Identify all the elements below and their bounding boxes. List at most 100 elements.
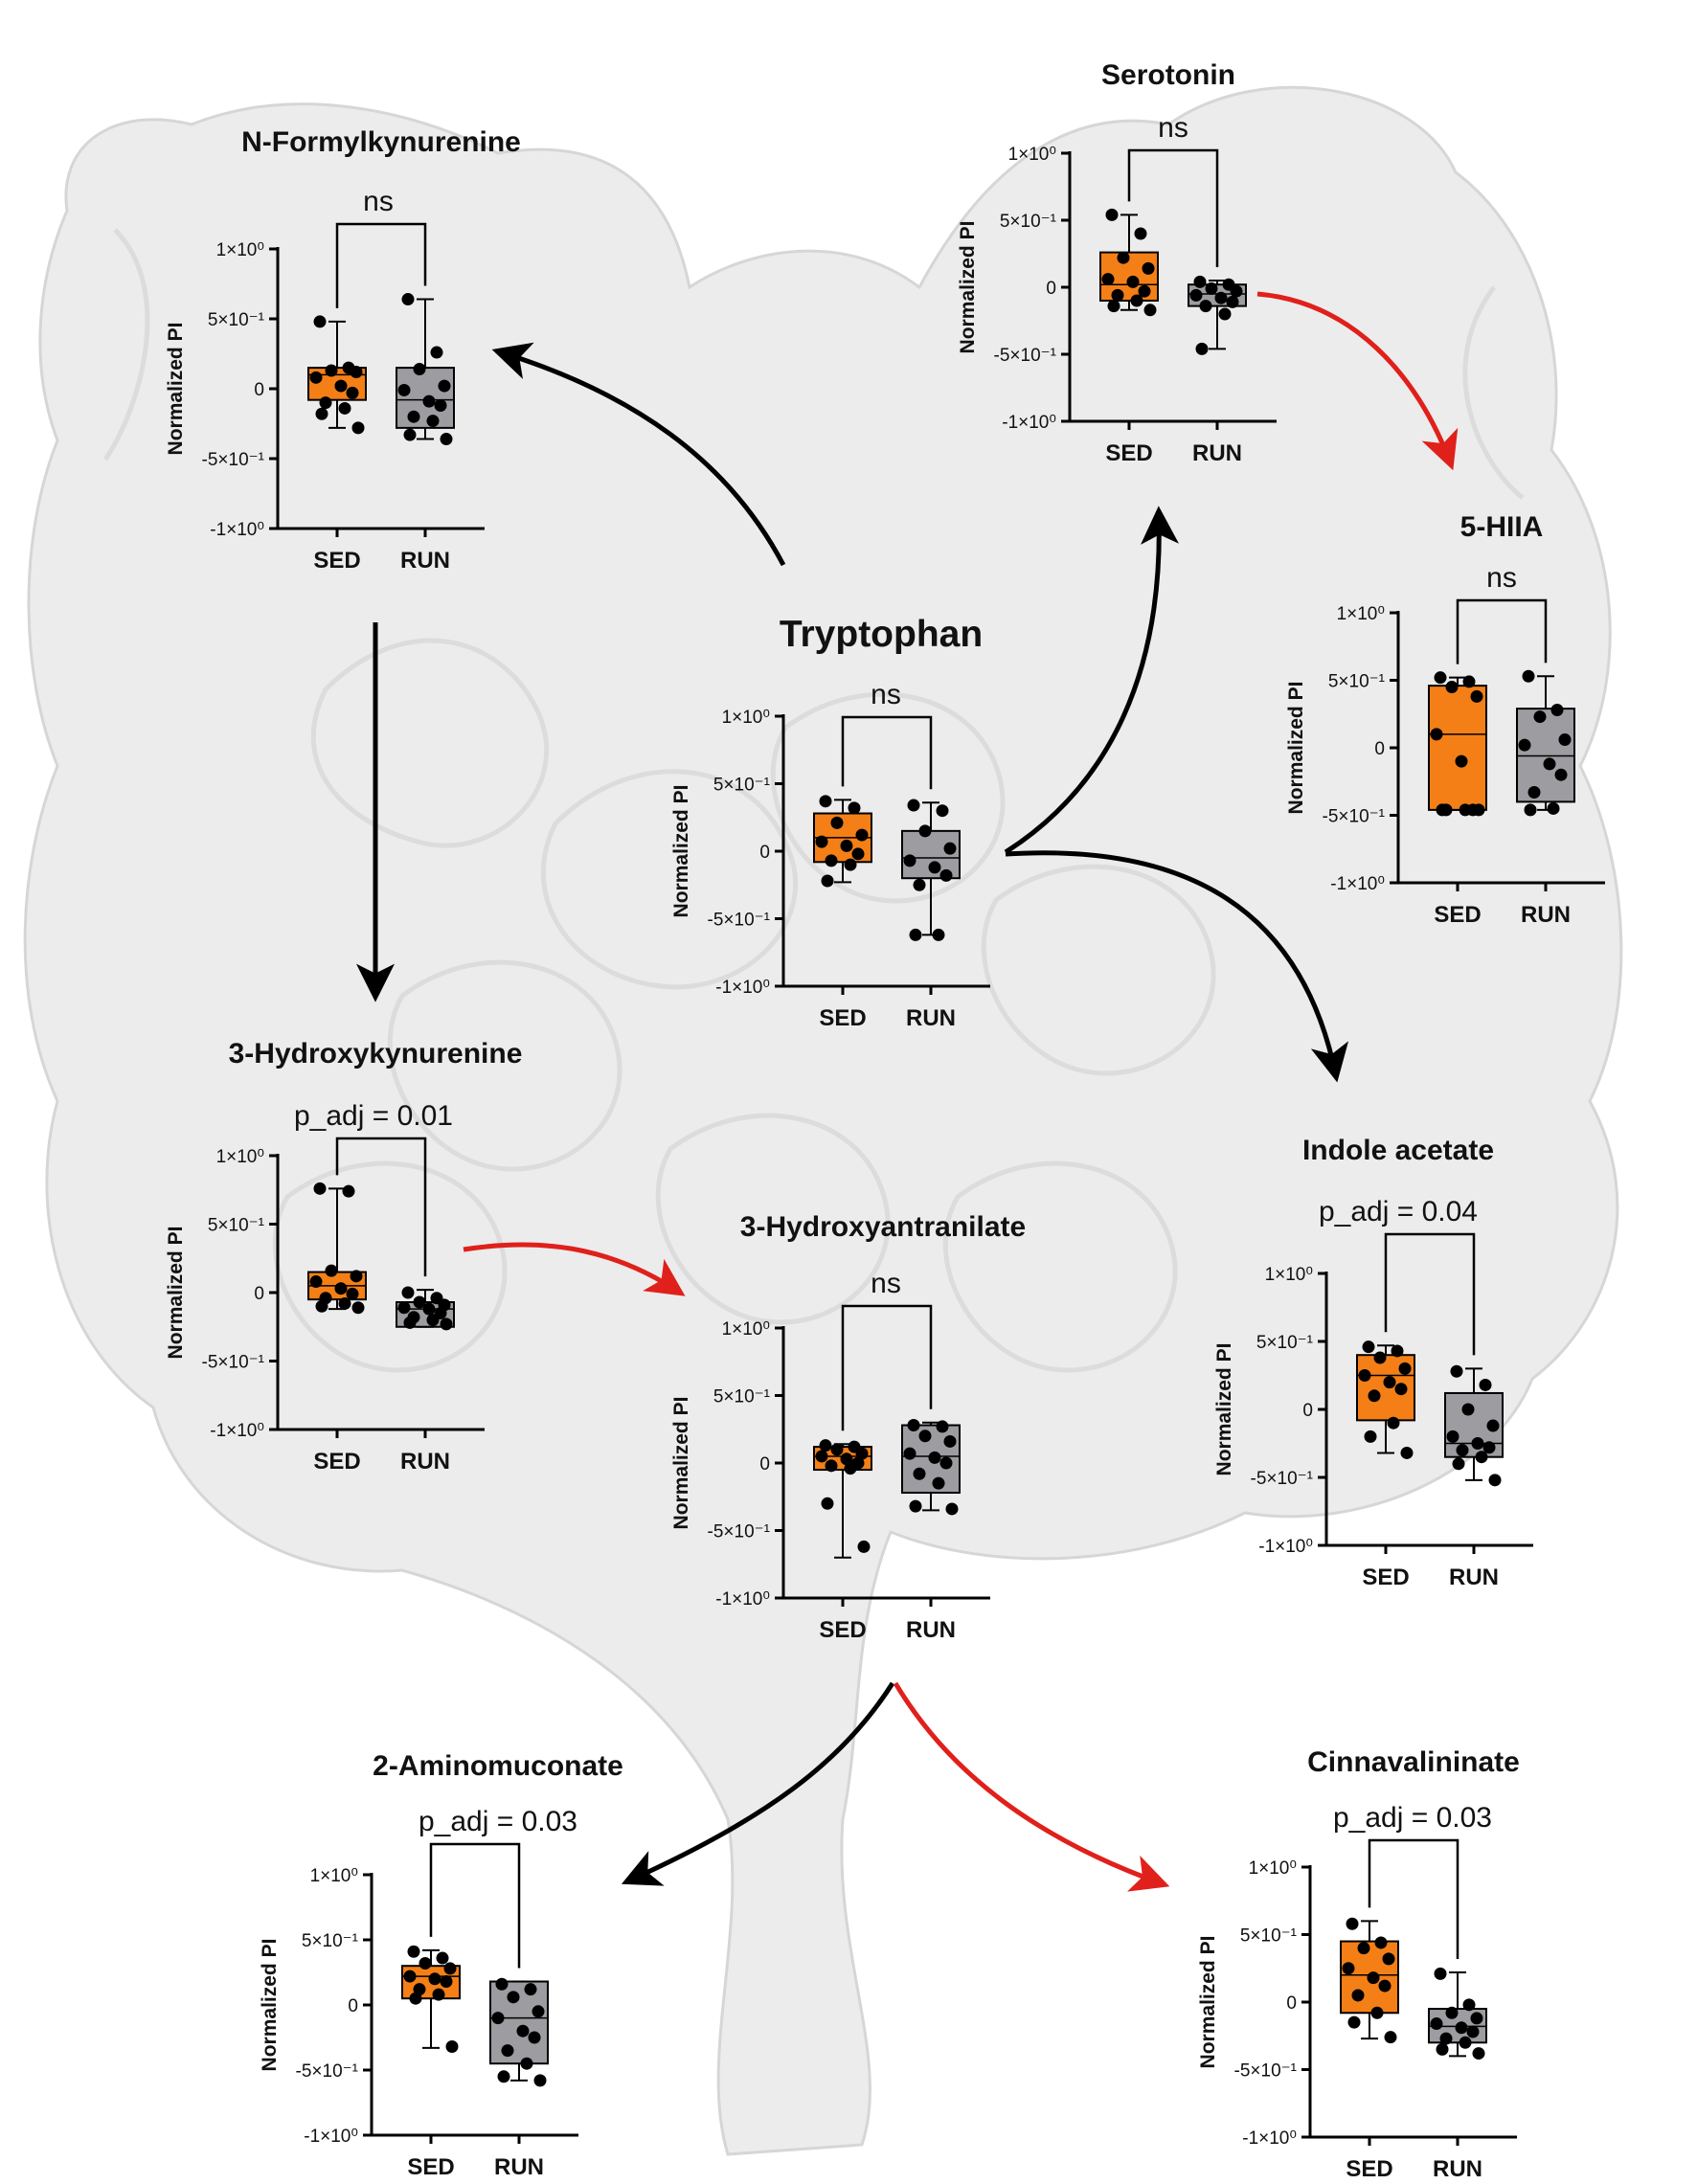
y-tick-label: -1×10⁰ <box>210 1421 264 1441</box>
data-point <box>1362 1340 1375 1354</box>
data-point <box>342 1184 355 1198</box>
data-point <box>432 1988 445 2001</box>
data-point <box>943 1434 957 1448</box>
significance-label: p_adj = 0.01 <box>294 1100 453 1132</box>
data-point <box>1101 273 1115 286</box>
data-point <box>1446 1430 1459 1443</box>
data-point <box>507 1991 520 2004</box>
data-point <box>350 365 363 378</box>
chart-title: 5-HIIA <box>1460 511 1544 543</box>
data-point <box>830 816 844 829</box>
box-run <box>396 1286 455 1331</box>
y-axis-label: Normalized PI <box>1197 1936 1219 2069</box>
data-point <box>1479 1378 1492 1391</box>
chart-panel-ser: Serotonin1×10⁰5×10⁻¹0-5×10⁻¹-1×10⁰Normal… <box>957 59 1277 466</box>
data-point <box>943 842 957 855</box>
data-point <box>1459 803 1472 817</box>
data-point <box>1195 342 1209 355</box>
chart-panel-hk: 3-Hydroxykynurenine1×10⁰5×10⁻¹0-5×10⁻¹-1… <box>165 1038 522 1475</box>
significance-label: p_adj = 0.03 <box>419 1806 577 1837</box>
data-point <box>936 1420 949 1433</box>
data-point <box>1472 803 1485 817</box>
data-point <box>1543 757 1556 771</box>
chart-panel-ha: 3-Hydroxyantranilate1×10⁰5×10⁻¹0-5×10⁻¹-… <box>670 1211 1026 1643</box>
significance-bracket <box>335 222 427 308</box>
significance-bracket <box>429 1842 521 1969</box>
chart-panel-ia: Indole acetate1×10⁰5×10⁻¹0-5×10⁻¹-1×10⁰N… <box>1213 1135 1533 1590</box>
y-tick-label: 0 <box>759 1454 770 1475</box>
data-point <box>1351 1989 1365 2002</box>
data-point <box>443 1962 457 1975</box>
data-point <box>346 1287 359 1300</box>
y-tick-label: 0 <box>759 843 770 863</box>
data-point <box>1434 1967 1447 1980</box>
x-tick-label-run: RUN <box>1192 440 1242 466</box>
y-axis-label: Normalized PI <box>1285 682 1307 815</box>
iqr-box <box>1428 685 1487 811</box>
significance-label: p_adj = 0.04 <box>1319 1196 1478 1227</box>
y-tick-label: -5×10⁻¹ <box>708 911 770 931</box>
y-tick-label: 0 <box>1374 739 1385 759</box>
data-point <box>1547 801 1560 815</box>
y-tick-label: 0 <box>348 1996 358 2016</box>
data-point <box>1111 288 1124 302</box>
arrow-tryptophan-to-indole-acetate <box>1005 850 1349 1083</box>
data-point <box>840 1452 853 1466</box>
data-point <box>401 293 415 306</box>
x-tick-label-run: RUN <box>400 548 450 574</box>
significance-label: ns <box>871 1268 901 1299</box>
data-point <box>1436 803 1449 817</box>
data-point <box>313 315 327 328</box>
data-point <box>928 1451 941 1464</box>
data-point <box>1105 208 1119 221</box>
data-point <box>338 401 351 415</box>
data-point <box>434 399 447 413</box>
data-point <box>855 828 869 842</box>
data-point <box>428 1972 441 1986</box>
data-point <box>401 1286 415 1299</box>
data-point <box>315 1299 328 1313</box>
data-point <box>1533 710 1547 724</box>
y-tick-label: -1×10⁰ <box>1002 413 1056 433</box>
data-point <box>497 2070 510 2083</box>
chart-title: Serotonin <box>1101 59 1235 91</box>
x-tick-label-run: RUN <box>1521 902 1571 928</box>
data-point <box>346 386 359 399</box>
data-point <box>1475 1451 1488 1464</box>
data-point <box>1346 1917 1359 1930</box>
data-point <box>1126 275 1140 288</box>
data-point <box>1450 1364 1463 1378</box>
significance-bracket <box>1456 598 1548 664</box>
box-sed <box>401 1945 461 2054</box>
y-tick-label: -1×10⁰ <box>1330 874 1385 894</box>
data-point <box>1367 1971 1380 1985</box>
data-point <box>1374 1936 1388 1949</box>
data-point <box>857 1540 871 1553</box>
data-point <box>1471 1437 1484 1450</box>
data-point <box>903 854 916 867</box>
data-point <box>430 346 443 359</box>
data-point <box>1142 261 1155 275</box>
data-point <box>825 854 838 867</box>
intestine-background-illustration <box>23 85 1623 2156</box>
data-point <box>438 379 451 393</box>
y-tick-label: 1×10⁰ <box>1265 1265 1313 1285</box>
y-axis-label: Normalized PI <box>165 1227 187 1360</box>
data-point <box>907 799 920 812</box>
x-tick-label-sed: SED <box>819 1617 866 1643</box>
y-tick-label: 5×10⁻¹ <box>302 1931 358 1951</box>
x-tick-label-run: RUN <box>906 1005 956 1031</box>
data-point <box>1193 275 1207 288</box>
data-point <box>855 1447 869 1460</box>
data-point <box>309 371 323 384</box>
x-tick-label-run: RUN <box>1449 1565 1499 1590</box>
significance-label: ns <box>363 186 394 217</box>
significance-label: ns <box>871 679 901 710</box>
y-tick-label: -1×10⁰ <box>210 520 264 540</box>
y-tick-label: 5×10⁻¹ <box>1000 212 1056 232</box>
data-point <box>1430 728 1443 741</box>
data-point <box>1138 284 1151 298</box>
x-tick-label-run: RUN <box>906 1617 956 1643</box>
data-point <box>913 1467 926 1480</box>
y-tick-label: -5×10⁻¹ <box>202 1353 264 1373</box>
